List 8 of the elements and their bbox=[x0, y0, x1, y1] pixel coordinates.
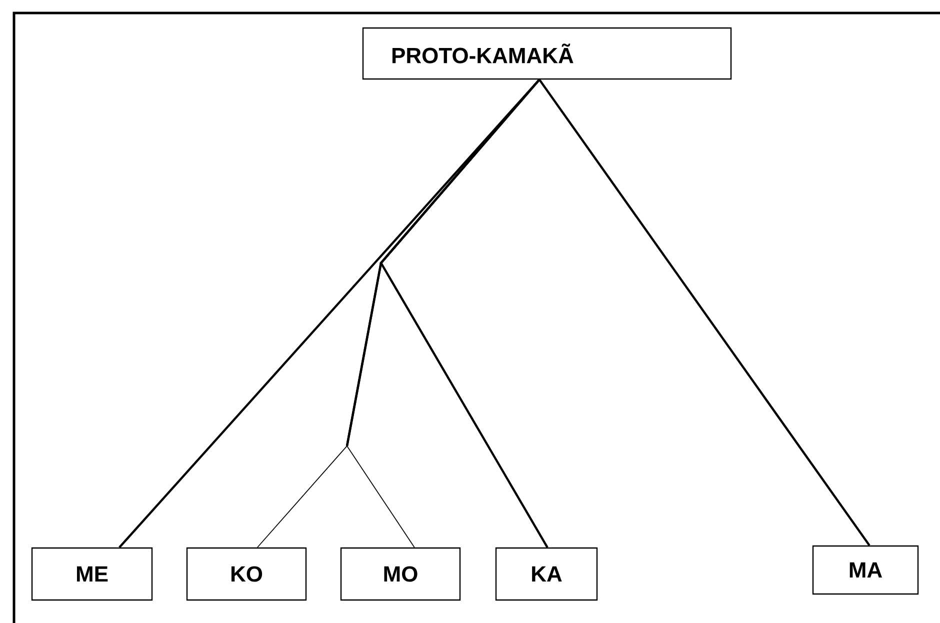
language-box: MA bbox=[812, 545, 919, 595]
language-box: KA bbox=[495, 547, 598, 601]
tree-branch bbox=[380, 78, 548, 548]
language-box: PROTO-KAMAKÃ bbox=[362, 27, 732, 80]
tree-branch bbox=[538, 78, 870, 546]
language-box: KO bbox=[186, 547, 307, 601]
language-box: ME bbox=[31, 547, 153, 601]
language-box: MO bbox=[340, 547, 461, 601]
